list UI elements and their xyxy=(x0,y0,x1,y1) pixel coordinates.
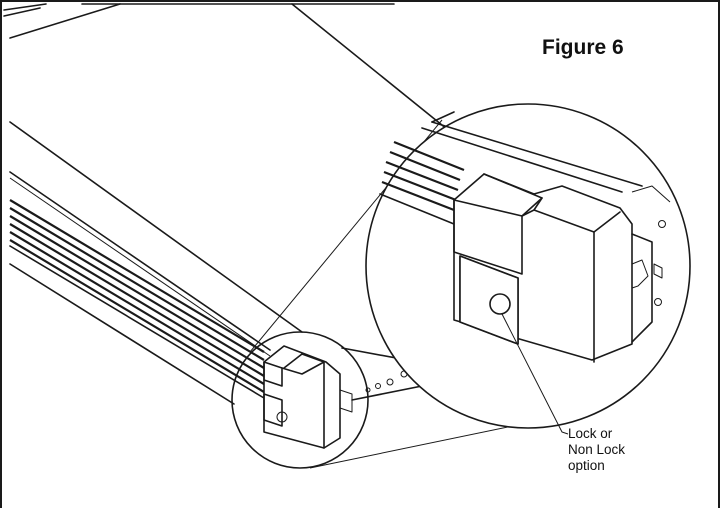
callout-label: Lock or Non Lock option xyxy=(568,426,625,474)
callout-line-2: Non Lock xyxy=(568,442,626,457)
detail-circle-small xyxy=(231,331,369,469)
side-rail xyxy=(9,199,265,405)
detail-circle-large xyxy=(365,103,691,435)
callout-line-3: option xyxy=(568,458,605,473)
treadmill-deck xyxy=(3,3,573,357)
figure-title: Figure 6 xyxy=(542,36,624,59)
callout-line-1: Lock or xyxy=(568,426,613,441)
